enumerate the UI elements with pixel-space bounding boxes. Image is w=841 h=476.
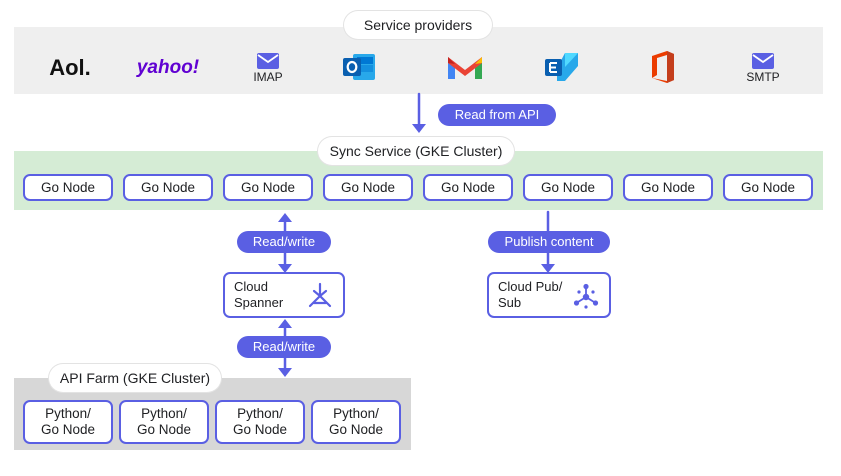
go-node: Go Node bbox=[623, 174, 713, 201]
python-go-node: Python/ Go Node bbox=[215, 400, 305, 444]
read-write-label-top: Read/write bbox=[237, 231, 331, 253]
imap-provider: IMAP bbox=[240, 48, 296, 88]
read-write-label-bottom: Read/write bbox=[237, 336, 331, 358]
cloud-pubsub-box: Cloud Pub/ Sub bbox=[487, 272, 611, 318]
office-logo bbox=[643, 48, 683, 86]
go-node: Go Node bbox=[123, 174, 213, 201]
mail-icon bbox=[257, 52, 279, 69]
api-farm-title: API Farm (GKE Cluster) bbox=[49, 364, 221, 392]
cloud-spanner-label: Cloud Spanner bbox=[234, 279, 284, 310]
python-go-node: Python/ Go Node bbox=[23, 400, 113, 444]
read-from-api-label: Read from API bbox=[438, 104, 556, 126]
gmail-icon bbox=[448, 57, 482, 79]
go-node: Go Node bbox=[23, 174, 113, 201]
go-node: Go Node bbox=[523, 174, 613, 201]
mail-icon bbox=[752, 52, 774, 69]
outlook-logo bbox=[340, 50, 380, 84]
go-node: Go Node bbox=[723, 174, 813, 201]
publish-content-label: Publish content bbox=[488, 231, 610, 253]
sync-service-title: Sync Service (GKE Cluster) bbox=[318, 137, 514, 165]
cloud-spanner-box: Cloud Spanner bbox=[223, 272, 345, 318]
python-go-node: Python/ Go Node bbox=[119, 400, 209, 444]
go-node: Go Node bbox=[323, 174, 413, 201]
smtp-provider: SMTP bbox=[735, 48, 791, 88]
outlook-icon bbox=[343, 54, 375, 80]
pubsub-icon bbox=[573, 283, 599, 309]
gmail-logo bbox=[443, 50, 487, 84]
office-icon bbox=[652, 51, 674, 83]
go-node: Go Node bbox=[423, 174, 513, 201]
python-go-node: Python/ Go Node bbox=[311, 400, 401, 444]
yahoo-logo: yahoo! bbox=[136, 57, 200, 78]
spanner-icon bbox=[308, 282, 332, 308]
exchange-icon bbox=[545, 53, 578, 81]
service-providers-title: Service providers bbox=[344, 11, 492, 39]
go-node: Go Node bbox=[223, 174, 313, 201]
aol-logo: Aol. bbox=[49, 55, 91, 80]
exchange-logo bbox=[542, 50, 582, 84]
cloud-pubsub-label: Cloud Pub/ Sub bbox=[498, 279, 563, 310]
